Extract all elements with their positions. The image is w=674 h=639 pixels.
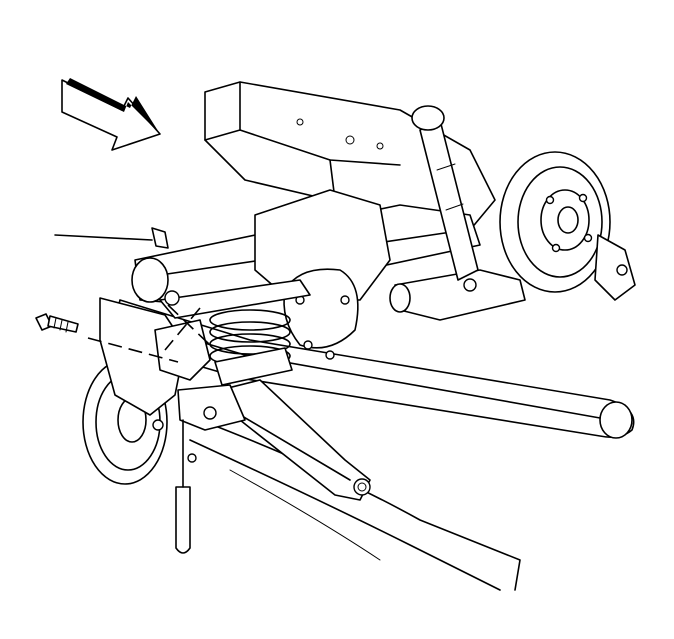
coil-spring xyxy=(209,309,293,386)
pry-bar xyxy=(175,419,191,554)
upper-crossmember xyxy=(204,81,496,236)
upper-control-arm xyxy=(159,279,311,319)
alignment-lines xyxy=(87,304,211,363)
right-brake-rotor xyxy=(499,151,611,293)
direction-arrow-icon xyxy=(61,78,161,151)
right-shock-absorber xyxy=(411,105,479,292)
differential xyxy=(254,189,391,360)
right-axle-tube xyxy=(389,269,526,321)
left-mounting-bracket xyxy=(99,297,246,463)
frame-rail xyxy=(109,299,635,439)
control-arm-bolt xyxy=(35,313,79,333)
lower-frame xyxy=(189,419,521,591)
right-caliper xyxy=(594,234,636,301)
brake-line-fitting xyxy=(54,227,169,249)
